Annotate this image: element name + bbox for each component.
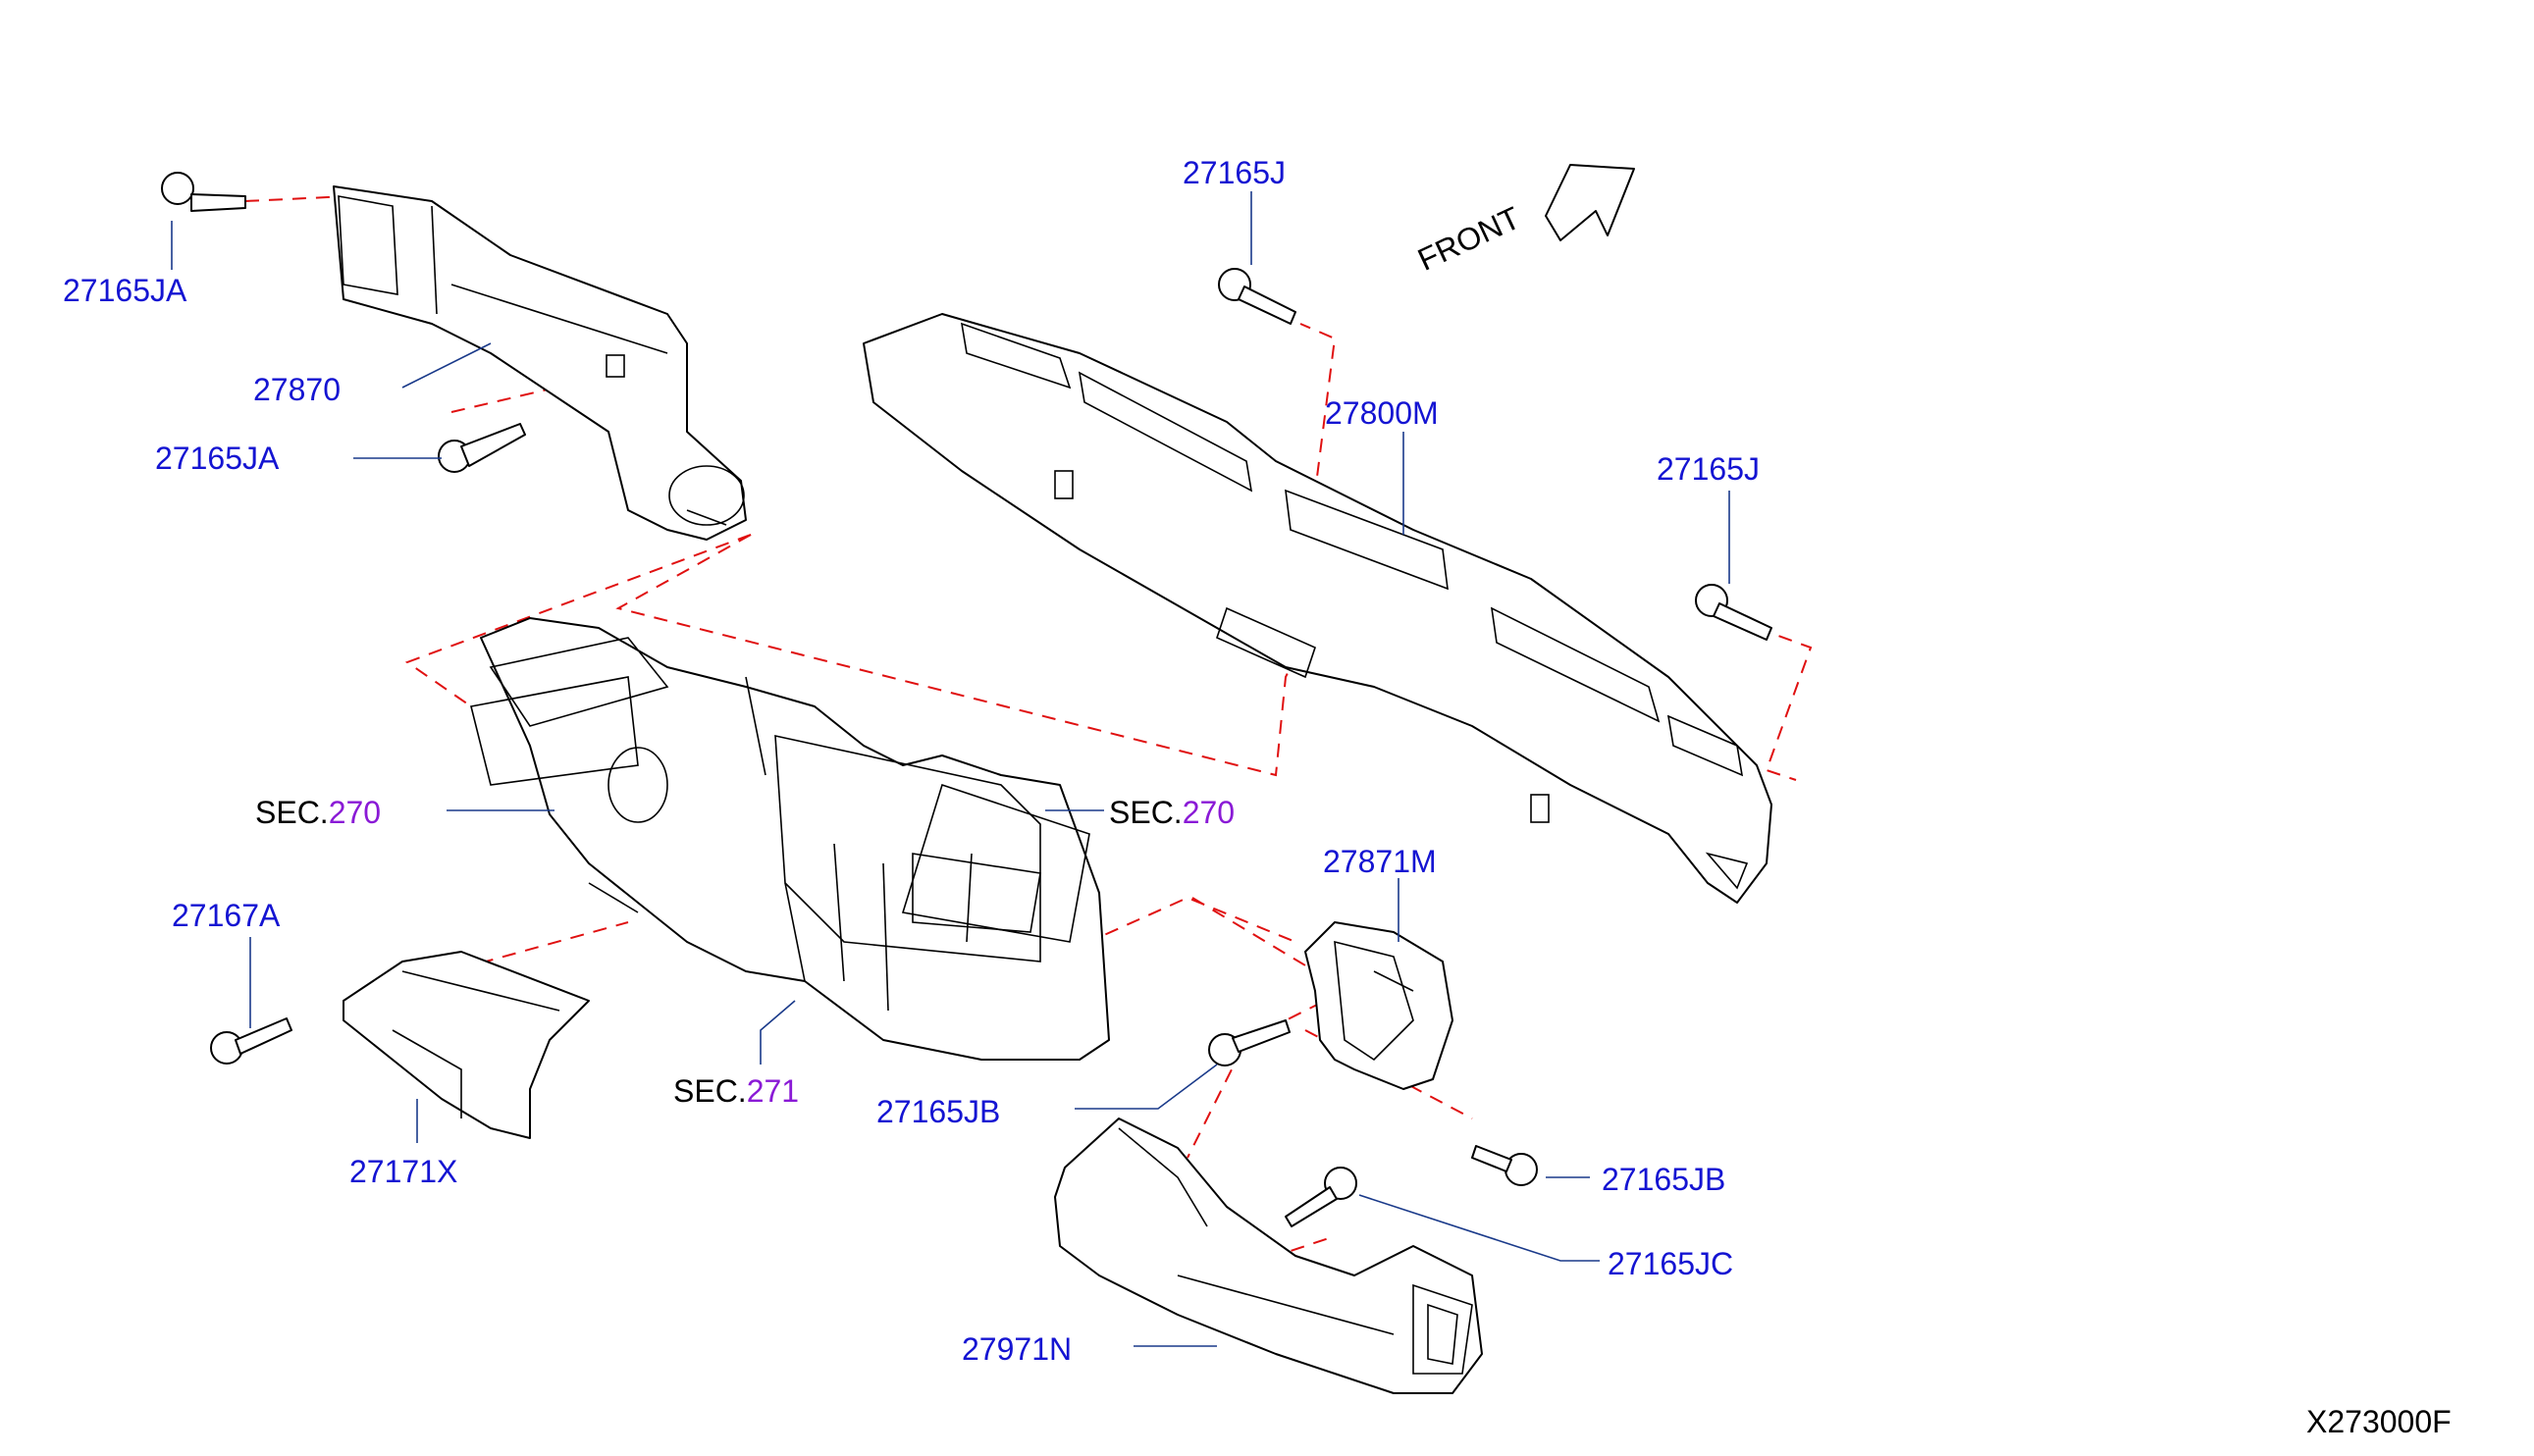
- duct-27800m: [863, 313, 1772, 904]
- part-label-27165ja-mid: 27165JA: [155, 441, 280, 476]
- duct-27971n: [1054, 1118, 1483, 1394]
- screw-icon-27165j-right: [1695, 584, 1772, 641]
- part-label-27971n: 27971N: [962, 1331, 1073, 1367]
- part-label-27171x: 27171X: [349, 1154, 458, 1189]
- section-ref-271: SEC.271: [673, 1073, 800, 1109]
- front-arrow-icon: [1545, 164, 1635, 241]
- screw-icon-27165jc: [1285, 1167, 1357, 1227]
- hvac-unit: [470, 617, 1110, 1061]
- duct-27171x: [343, 951, 590, 1139]
- part-label-27165jb-right: 27165JB: [1602, 1162, 1726, 1197]
- part-label-27165jc: 27165JC: [1608, 1246, 1734, 1281]
- part-label-27870: 27870: [253, 372, 341, 407]
- part-label-27167a: 27167A: [172, 898, 281, 933]
- screw-icon-27165ja-mid: [438, 423, 526, 473]
- leader-lines: [171, 191, 1730, 1347]
- screw-icon-27165jb-left: [1208, 1019, 1291, 1066]
- section-ref-270-right: SEC.270: [1109, 795, 1236, 830]
- bracket-27871m: [1304, 921, 1453, 1090]
- duct-27870: [333, 185, 747, 541]
- screw-icon-27165jb-right: [1471, 1145, 1538, 1186]
- screw-icon-27165j-top: [1218, 268, 1296, 325]
- diagram-code: X273000F: [2306, 1404, 2452, 1439]
- part-label-27165j-right: 27165J: [1657, 451, 1760, 487]
- part-label-27871m: 27871M: [1323, 844, 1437, 879]
- screw-icon-27165ja-top: [161, 172, 246, 212]
- section-number: 270: [328, 795, 382, 830]
- section-number: 270: [1182, 795, 1236, 830]
- part-label-27165ja-top: 27165JA: [63, 273, 187, 308]
- section-ref-270-left: SEC.270: [255, 795, 382, 830]
- screw-icon-27167a: [210, 1017, 292, 1065]
- part-label-27165jb-left: 27165JB: [876, 1094, 1001, 1129]
- section-number: 271: [746, 1073, 800, 1109]
- part-label-27800m: 27800M: [1325, 395, 1439, 431]
- part-label-27165j-top: 27165J: [1183, 155, 1286, 190]
